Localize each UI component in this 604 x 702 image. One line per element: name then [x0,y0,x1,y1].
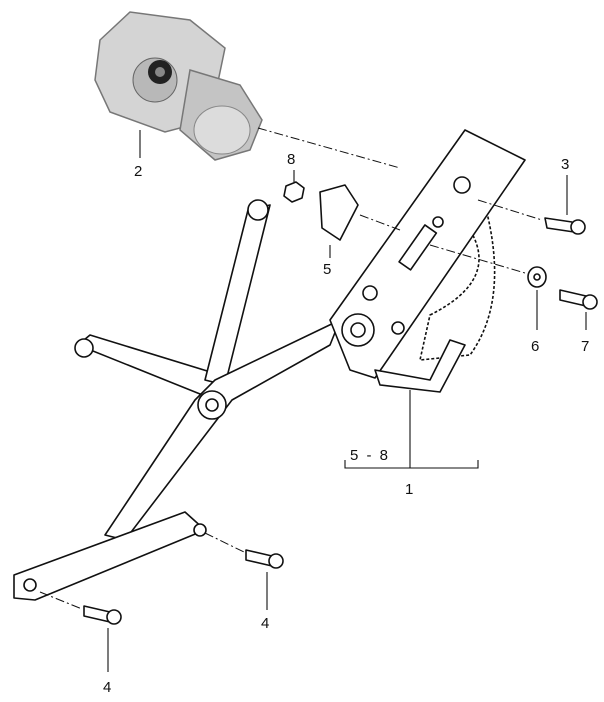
callout-bolt-7: 7 [581,338,589,355]
callout-nut: 8 [287,151,295,168]
group-bracket [344,460,479,469]
window-motor [94,11,263,161]
callout-group-range: 5 - 8 [350,447,390,464]
bracket-part [319,184,359,241]
regulator-arms [13,199,341,601]
screw-left-part [83,605,111,623]
nut-part [283,181,305,203]
regulator-plate [329,129,526,393]
callout-assembly: 1 [405,481,413,498]
bolt-7-part [559,289,587,307]
callout-screw-right: 4 [261,615,269,632]
callout-motor: 2 [134,163,142,180]
callout-washer: 6 [531,338,539,355]
bolt-3-axis-line [477,199,543,221]
screw-right-axis-line [204,532,245,553]
screw-right-part [245,549,273,567]
screw-left-axis-line [39,591,83,610]
bracket-axis-line [359,214,401,231]
callout-screw-left: 4 [103,679,111,696]
bolt-3-part [544,217,575,233]
motor-axis-line [257,127,401,169]
callout-bolt-3: 3 [561,156,569,173]
callout-bracket: 5 [323,261,331,278]
